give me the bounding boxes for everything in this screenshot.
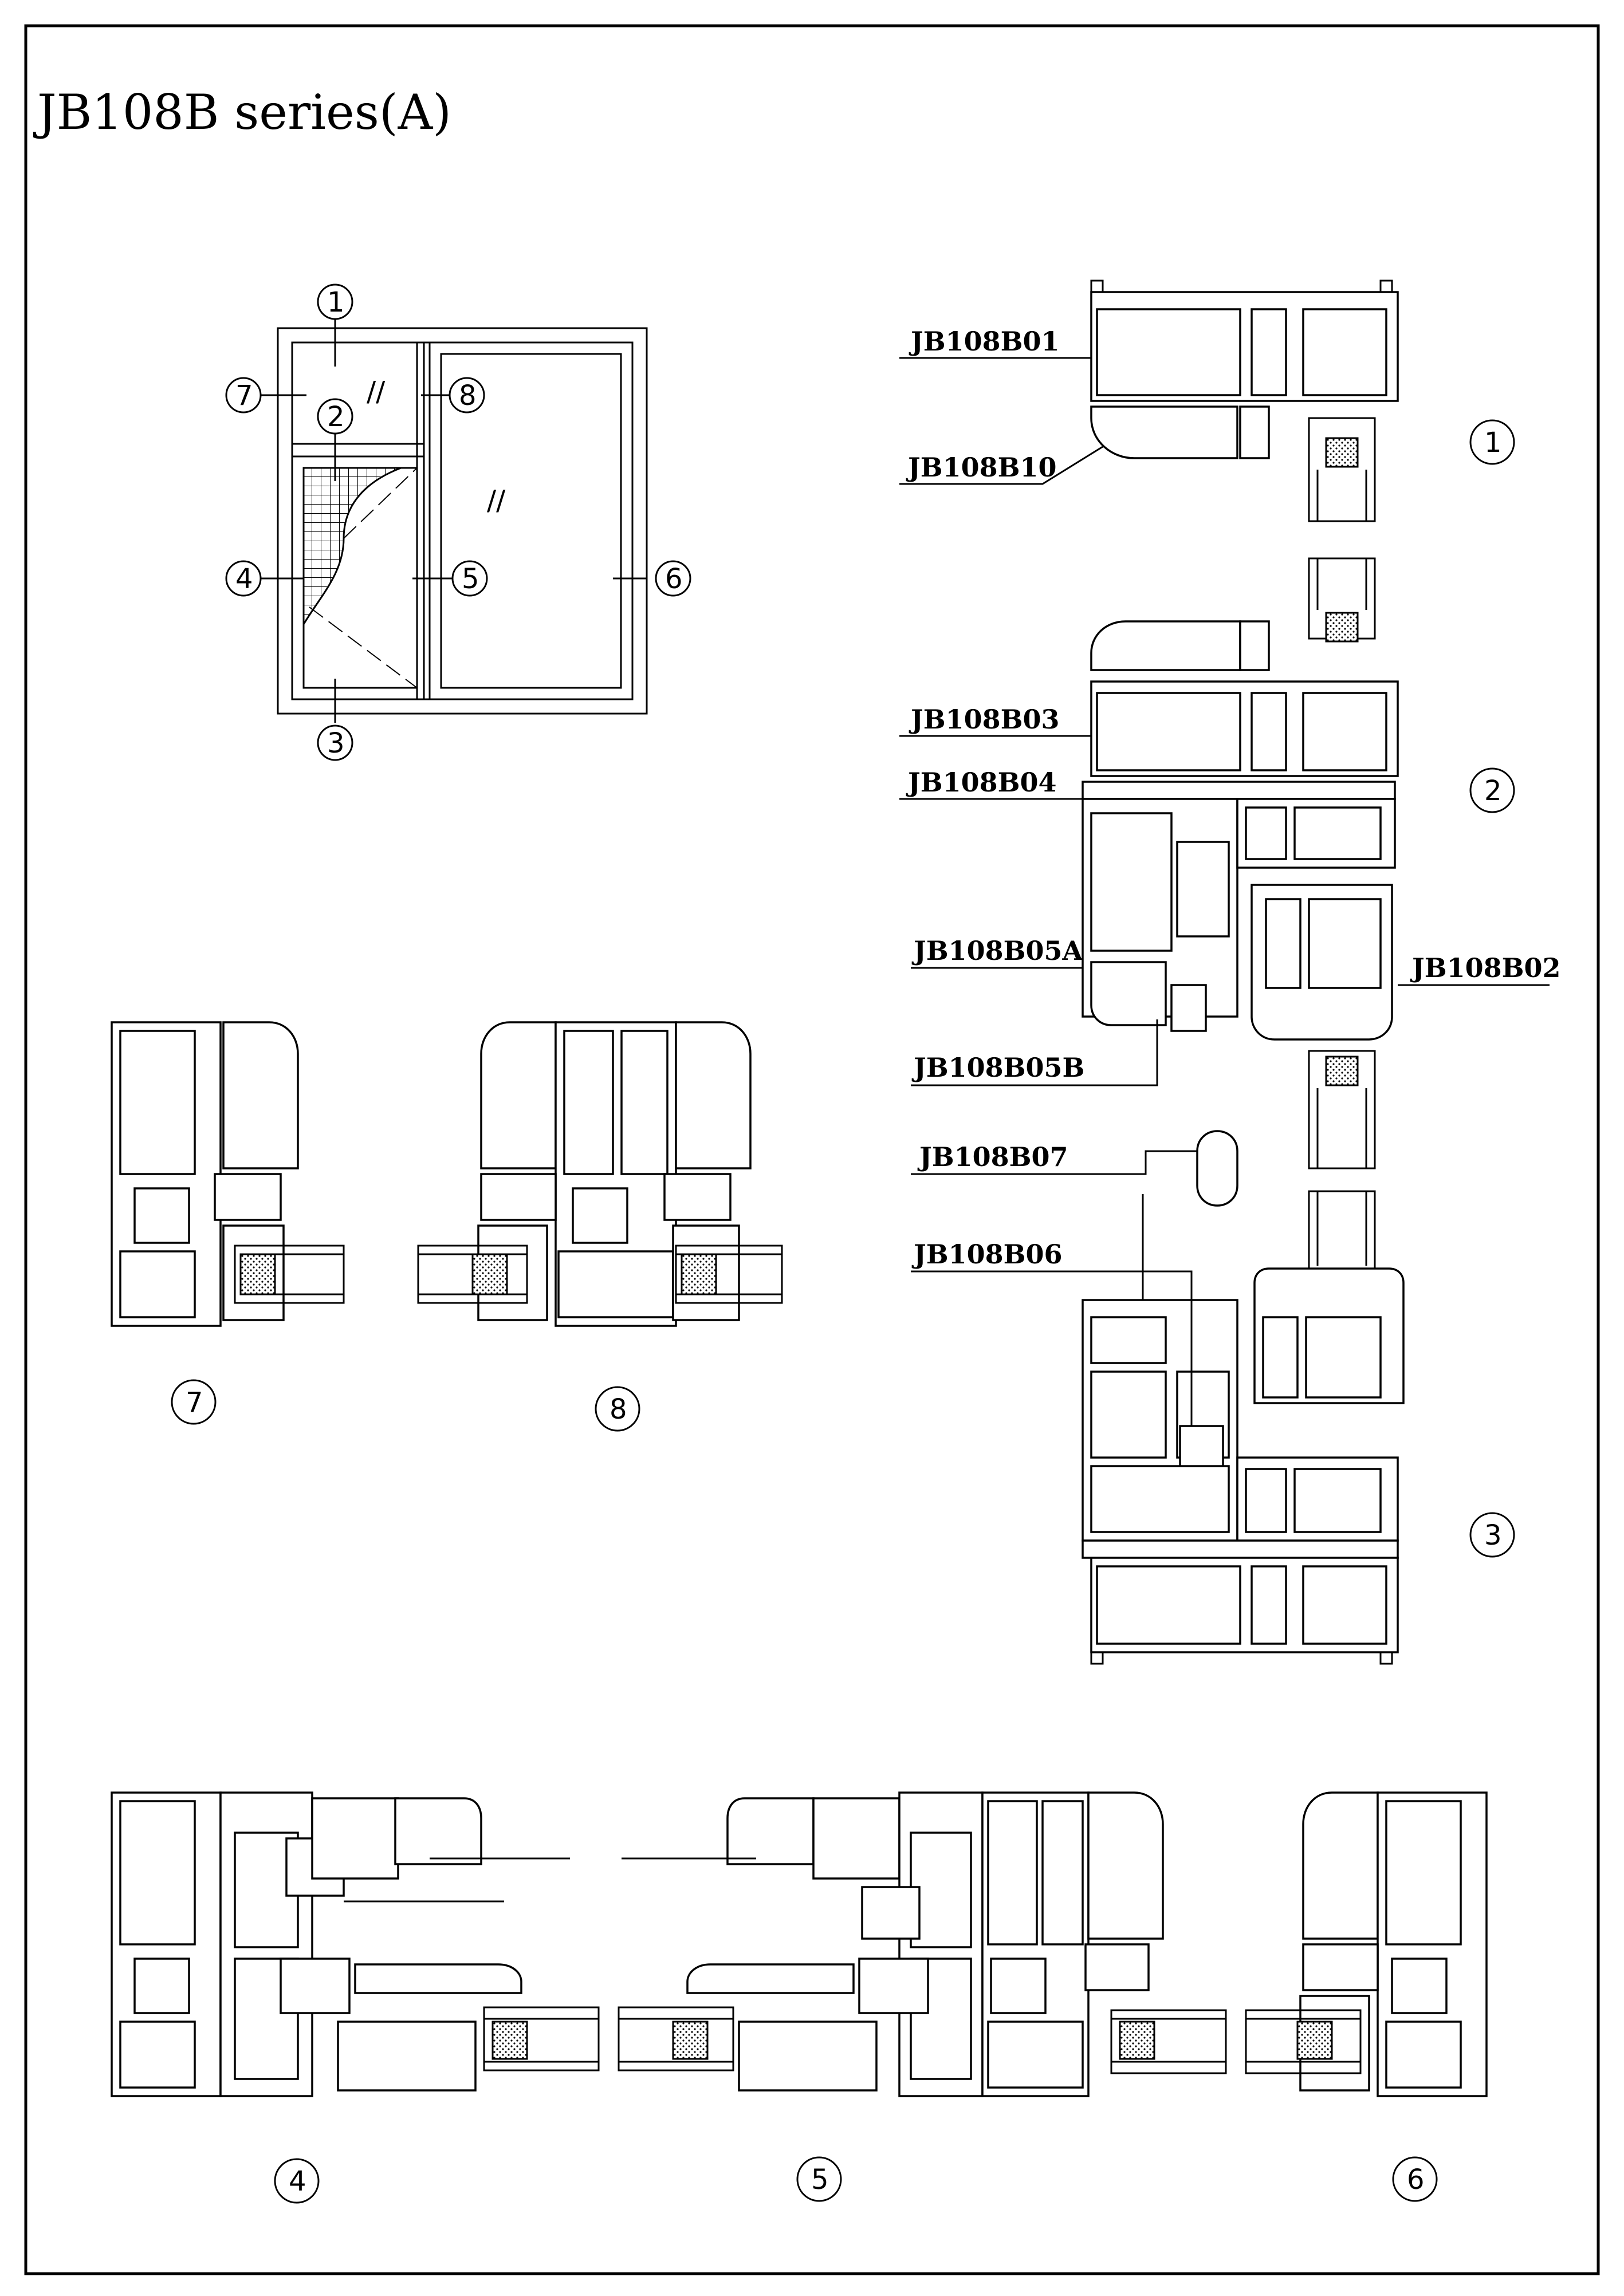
svg-text:8: 8 (610, 1393, 627, 1425)
section-5-drawing (618, 1791, 1227, 2097)
drawing-title: JB108B series(A) (33, 84, 451, 140)
section-4-drawing (111, 1791, 600, 2097)
callout-6-section: 6 (1392, 2156, 1438, 2202)
glass-mark-top: // (367, 376, 386, 408)
svg-text:2: 2 (327, 401, 345, 433)
profile-jb108b05a (1082, 798, 1238, 1026)
callout-8-elevation: 8 (449, 377, 485, 413)
svg-text:8: 8 (459, 380, 477, 412)
section-marker-2: 2 (1469, 767, 1515, 813)
svg-text:4: 4 (289, 2165, 306, 2197)
svg-text:7: 7 (235, 380, 253, 412)
callout-2-elevation: 2 (317, 398, 353, 435)
section-8-drawing (417, 1021, 783, 1327)
label-jb108b06: JB108B06 (911, 1239, 1063, 1270)
profile-jb108b03 (1090, 680, 1399, 777)
profile-jb108b10 (1090, 405, 1238, 459)
svg-text:5: 5 (462, 563, 479, 595)
label-jb108b10: JB108B10 (906, 452, 1057, 483)
label-jb108b02: JB108B02 (1410, 952, 1561, 983)
svg-text:7: 7 (186, 1387, 203, 1419)
callout-8-section: 8 (595, 1386, 640, 1432)
svg-text:6: 6 (665, 563, 683, 595)
profile-jb108b02 (1236, 798, 1396, 1041)
label-jb108b05b: JB108B05B (911, 1052, 1084, 1083)
callout-3-elevation: 3 (317, 724, 353, 761)
label-jb108b03: JB108B03 (909, 704, 1060, 735)
callout-6-elevation: 6 (655, 560, 691, 597)
vertical-section-drawing: JB108B01 JB108B10 JB108B03 JB108B04 JB10… (899, 279, 1561, 1665)
section-7-drawing (111, 1021, 345, 1327)
glass-mark-right: // (487, 485, 506, 517)
callout-4-section: 4 (274, 2158, 320, 2204)
sheet-border (24, 24, 1600, 2275)
label-jb108b04: JB108B04 (906, 767, 1057, 798)
svg-text:3: 3 (1484, 1519, 1502, 1551)
svg-text:3: 3 (327, 727, 345, 759)
callout-7-elevation: 7 (225, 377, 262, 413)
svg-text:1: 1 (327, 286, 345, 318)
profile-jb108b06 (1082, 1299, 1238, 1542)
svg-text:1: 1 (1484, 427, 1502, 459)
label-jb108b01: JB108B01 (909, 326, 1060, 357)
callout-7-section: 7 (171, 1379, 217, 1425)
svg-text:4: 4 (235, 563, 253, 595)
label-jb108b05a: JB108B05A (911, 935, 1084, 966)
svg-text:2: 2 (1484, 775, 1502, 807)
svg-text:6: 6 (1407, 2164, 1425, 2196)
callout-1-elevation: 1 (317, 283, 353, 320)
label-jb108b07: JB108B07 (917, 1141, 1068, 1172)
callout-5-section: 5 (796, 2156, 842, 2202)
window-elevation: // // 1 7 8 2 4 5 6 3 (225, 283, 691, 761)
profile-jb108b07 (1196, 1130, 1238, 1207)
section-marker-3: 3 (1469, 1512, 1515, 1558)
insect-screen-mesh (302, 467, 402, 628)
profile-jb108b01 (1090, 279, 1399, 402)
glazing-top (1308, 417, 1376, 643)
section-marker-1: 1 (1469, 419, 1515, 465)
section-6-drawing (1245, 1791, 1488, 2097)
svg-text:5: 5 (811, 2164, 829, 2196)
callout-4-elevation: 4 (225, 560, 262, 597)
profile-jb108b05b (1170, 984, 1207, 1032)
callout-5-elevation: 5 (451, 560, 488, 597)
profile-jb108b04 (1082, 781, 1396, 800)
